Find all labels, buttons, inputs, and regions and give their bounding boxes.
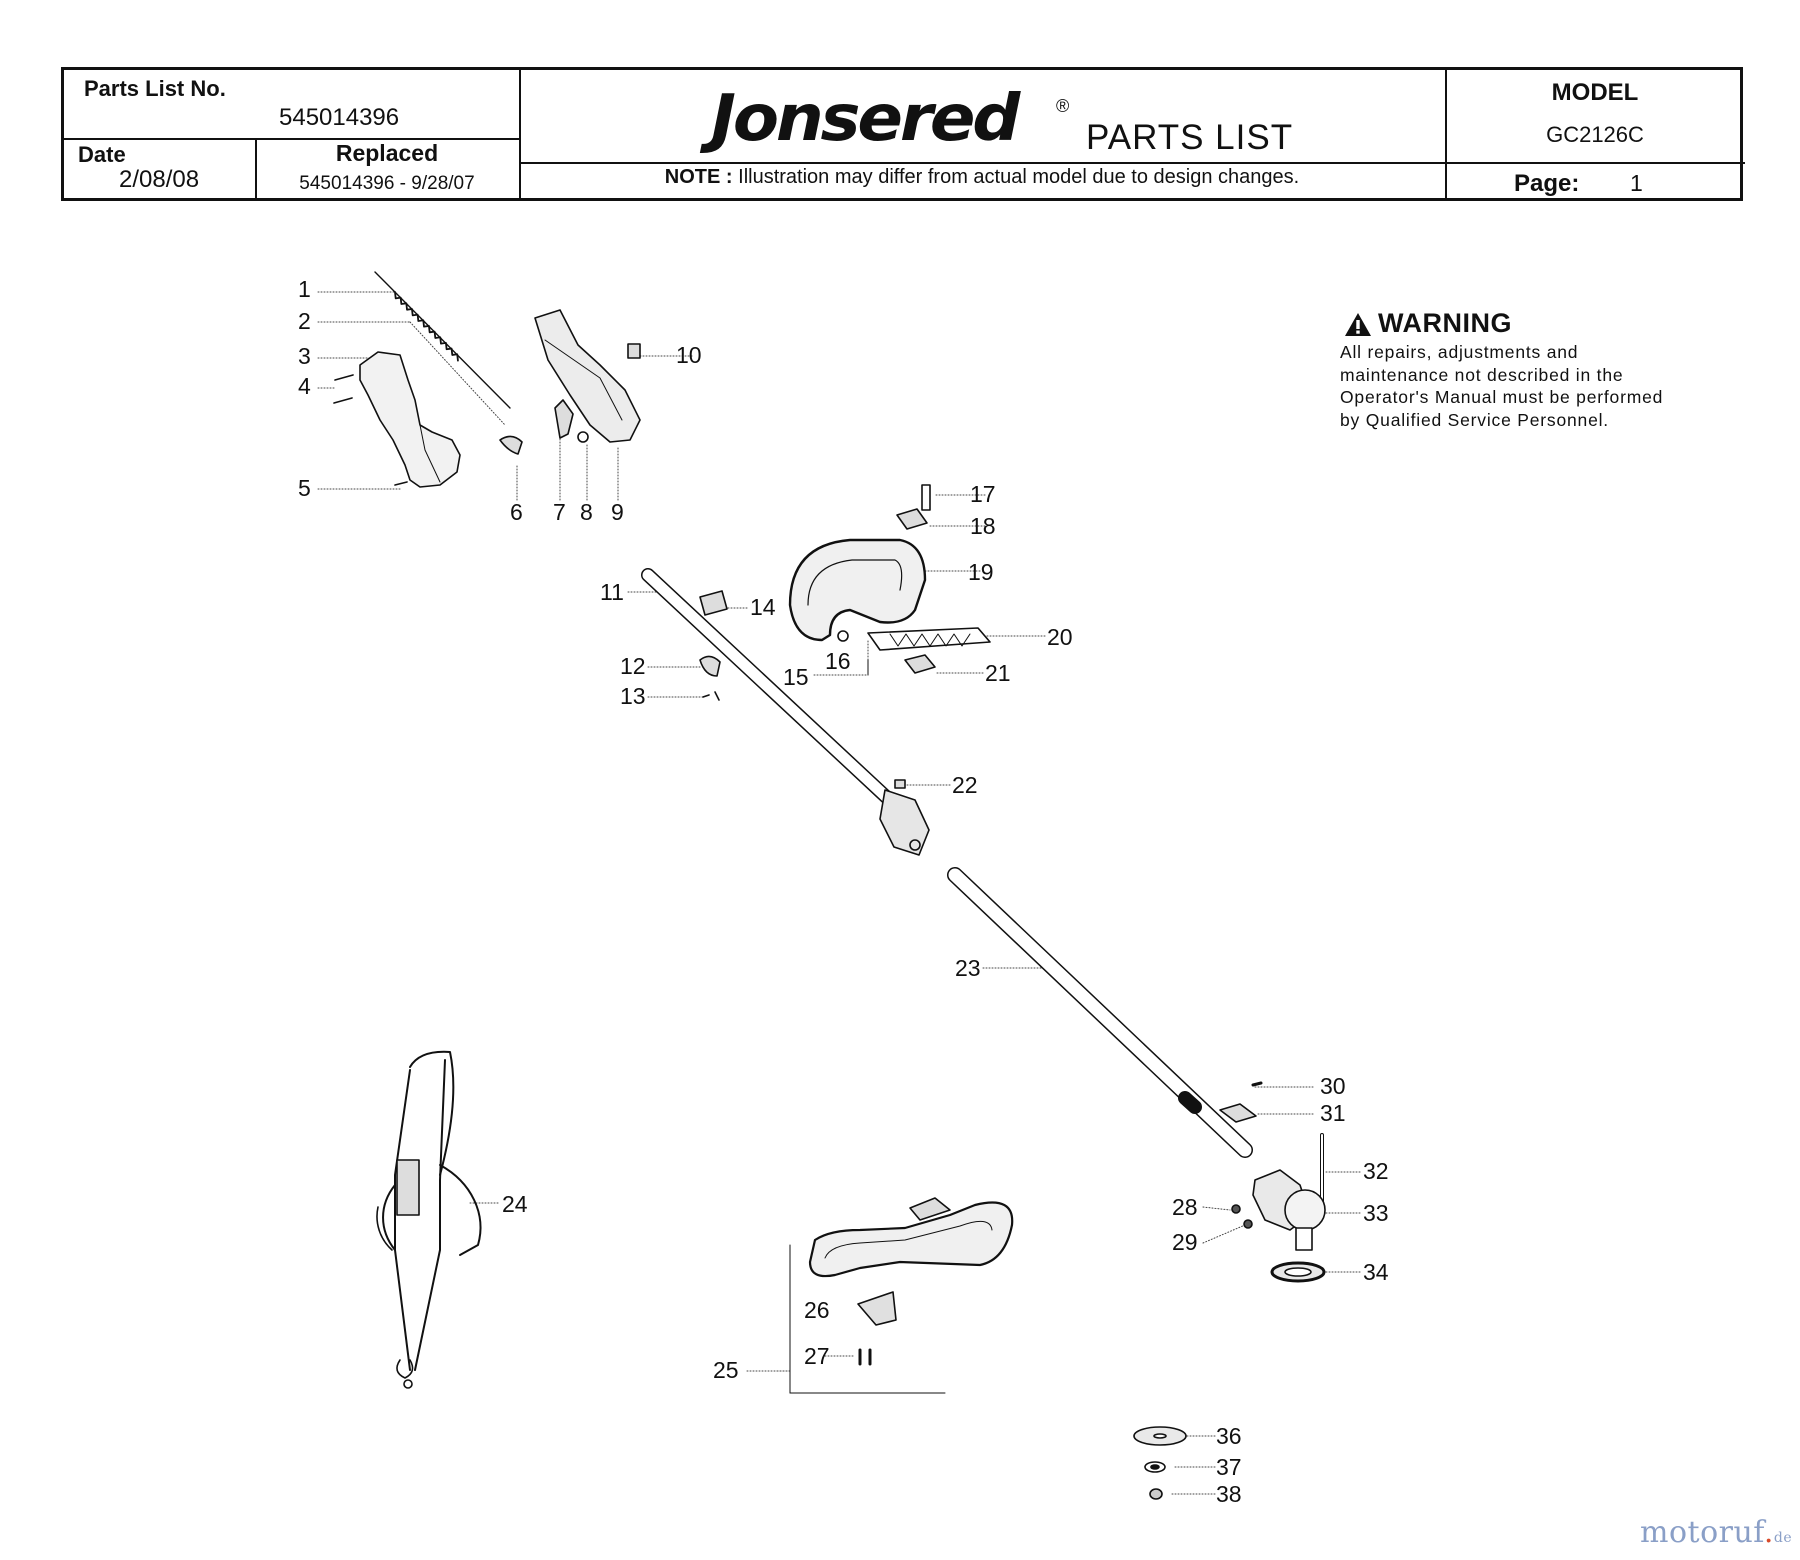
parts-list-number: 545014396	[279, 104, 400, 131]
callout-31: 31	[1320, 1100, 1346, 1126]
parts-list-no-label: Parts List No.	[84, 76, 226, 101]
callout-3: 3	[298, 343, 311, 369]
parts-list-title: PARTS LIST	[1086, 118, 1294, 157]
callout-5: 5	[298, 475, 311, 501]
callout-36: 36	[1216, 1423, 1242, 1449]
callout-16: 16	[825, 648, 851, 674]
registered-mark: ®	[1056, 96, 1070, 116]
callout-7: 7	[553, 499, 566, 525]
replaced-label: Replaced	[335, 140, 439, 166]
callout-38: 38	[1216, 1481, 1242, 1507]
callout-34: 34	[1363, 1259, 1389, 1285]
callout-20: 20	[1047, 624, 1073, 650]
callout-15: 15	[783, 664, 809, 690]
callout-23: 23	[955, 955, 981, 981]
callout-12: 12	[620, 653, 646, 679]
site-watermark: motoruf.de	[1640, 1515, 1793, 1550]
callout-24: 24	[502, 1191, 528, 1217]
callout-1: 1	[298, 276, 311, 302]
page-label: Page:	[1514, 170, 1580, 197]
page-number: 1	[1630, 170, 1643, 196]
callout-6: 6	[510, 499, 523, 525]
callout-11: 11	[600, 579, 624, 605]
model-value: GC2126C	[1546, 122, 1644, 147]
warning-title: WARNING	[1378, 308, 1512, 338]
callout-26: 26	[804, 1297, 830, 1323]
callout-18: 18	[970, 513, 996, 539]
watermark-tld: de	[1773, 1530, 1793, 1546]
callout-4: 4	[298, 373, 311, 399]
warning-text: All repairs, adjustments and maintenance…	[1340, 342, 1664, 430]
date-value: 2/08/08	[119, 166, 200, 193]
date-label: Date	[78, 142, 126, 167]
callout-9: 9	[611, 499, 624, 525]
callout-8: 8	[580, 499, 593, 525]
parts-list-header: Parts List No. 545014396 Date 2/08/08 Re…	[61, 67, 1745, 201]
callout-2: 2	[298, 308, 311, 334]
watermark-name: motoruf	[1640, 1515, 1764, 1550]
callout-27: 27	[804, 1343, 830, 1369]
callout-14: 14	[750, 594, 776, 620]
callout-25: 25	[713, 1357, 739, 1383]
callout-29: 29	[1172, 1229, 1198, 1255]
brand-logo: Jonsered	[711, 82, 1020, 156]
callout-32: 32	[1363, 1158, 1389, 1184]
callout-28: 28	[1172, 1194, 1198, 1220]
model-label: MODEL	[1551, 79, 1639, 106]
callout-19: 19	[968, 559, 994, 585]
callout-10: 10	[676, 342, 702, 368]
callout-30: 30	[1320, 1073, 1346, 1099]
callout-17: 17	[970, 481, 996, 507]
callout-13: 13	[620, 683, 646, 709]
note-text: Illustration may differ from actual mode…	[738, 166, 1300, 188]
callout-22: 22	[952, 772, 978, 798]
design-note: NOTE : Illustration may differ from actu…	[519, 166, 1445, 189]
callout-37: 37	[1216, 1454, 1242, 1480]
replaced-value: 545014396 - 9/28/07	[299, 173, 475, 194]
warning-box: WARNING All repairs, adjustments and mai…	[1340, 308, 1680, 431]
brand-block: Jonsered ® PARTS LIST	[519, 74, 1445, 162]
callout-21: 21	[985, 660, 1011, 686]
note-label: NOTE :	[664, 166, 733, 188]
warning-icon	[1345, 313, 1371, 336]
callout-33: 33	[1363, 1200, 1389, 1226]
